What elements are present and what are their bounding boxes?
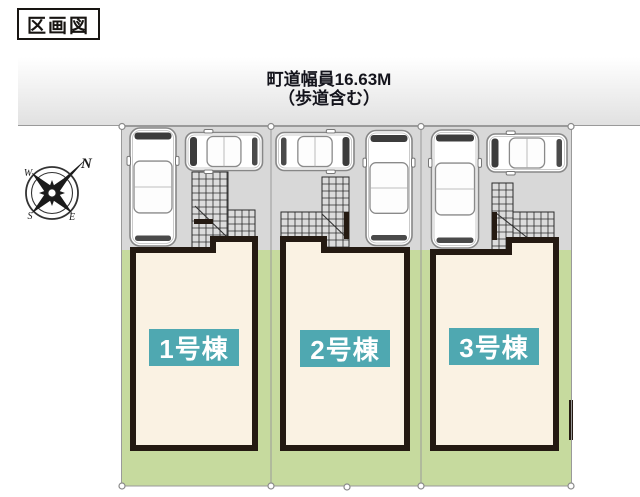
- survey-point: [118, 122, 126, 131]
- road-width-label: 町道幅員16.63M: [266, 70, 392, 89]
- compass-label-s: S: [28, 211, 33, 222]
- compass-label-e: E: [68, 212, 75, 223]
- unit-badge: 2号棟: [300, 330, 390, 367]
- tile-approach: [227, 209, 256, 240]
- car-icon: [486, 130, 568, 176]
- car-icon: [428, 129, 482, 249]
- car-icon: [275, 129, 355, 174]
- survey-point: [118, 482, 126, 490]
- porch-step: [194, 219, 213, 224]
- compass-label-n: N: [80, 156, 93, 172]
- approach-slope-line: [495, 212, 530, 240]
- survey-point: [343, 483, 351, 491]
- car-icon: [362, 129, 416, 247]
- survey-point: [567, 482, 575, 490]
- survey-point: [567, 122, 575, 131]
- tile-approach: [512, 211, 555, 241]
- approach-slope-line: [321, 213, 349, 240]
- page-title: 区画図: [17, 8, 100, 40]
- road-band: 町道幅員16.63M （歩道含む）: [18, 57, 640, 126]
- compass-label-w: W: [24, 168, 34, 179]
- compass-rose: N W S E: [24, 156, 93, 223]
- tile-approach: [280, 211, 323, 240]
- unit-badge: 1号棟: [149, 329, 239, 366]
- survey-point: [267, 482, 275, 490]
- car-icon: [184, 129, 264, 174]
- survey-point: [267, 122, 275, 131]
- survey-point: [417, 482, 425, 490]
- porch-step: [492, 212, 497, 240]
- survey-point: [417, 122, 425, 131]
- car-icon: [126, 127, 180, 247]
- porch-step: [344, 212, 349, 239]
- unit-badge: 3号棟: [449, 328, 539, 365]
- road-sidewalk-note: （歩道含む）: [278, 89, 380, 108]
